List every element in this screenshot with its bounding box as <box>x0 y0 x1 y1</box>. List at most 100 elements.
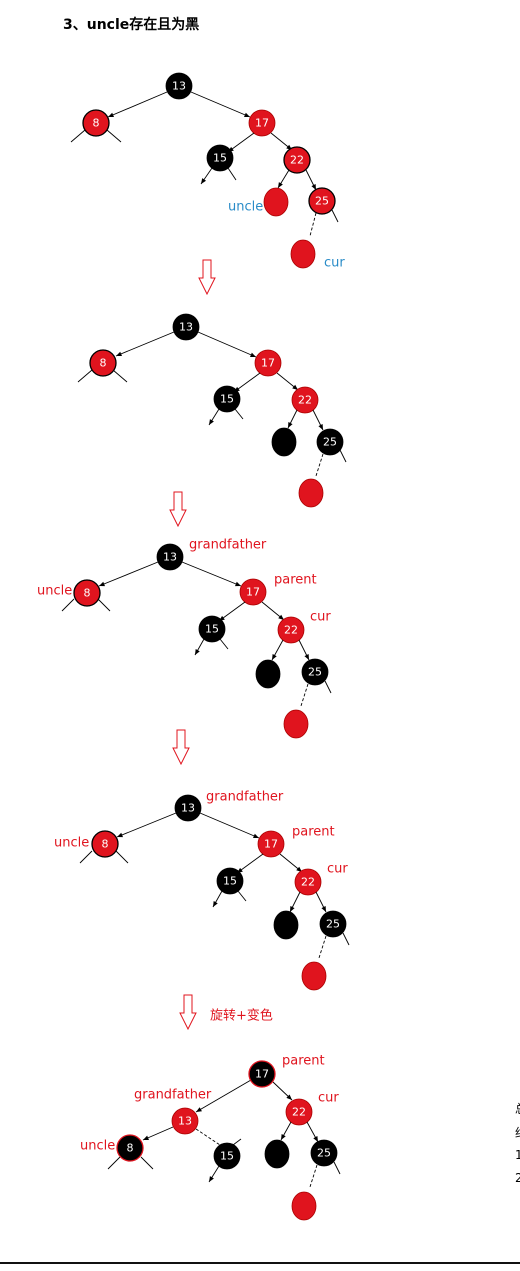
label-uncle: uncle <box>37 584 72 599</box>
black-leaf-node <box>273 910 299 940</box>
tree-edge <box>342 932 350 946</box>
edge-arrowhead <box>116 351 122 357</box>
tree-node-label-n13: 13 <box>181 802 195 815</box>
tree-edge <box>97 598 111 612</box>
tree-node-label-n8: 8 <box>100 357 107 370</box>
tree-node-label-n22: 22 <box>298 394 312 407</box>
label-cur: cur <box>327 862 348 877</box>
tree-node-n17 <box>248 109 276 137</box>
cut-off-text-3: 1 <box>515 1148 520 1162</box>
label-grandfather: grandfather <box>134 1088 212 1103</box>
red-leaf-node <box>283 709 309 739</box>
tree-node-n8 <box>116 1134 144 1162</box>
down-arrow-icon <box>198 259 216 296</box>
tree-node-label-n8: 8 <box>93 117 100 130</box>
tree-edge <box>116 812 177 838</box>
tree-node-n13 <box>174 794 202 822</box>
tree-node-label-n15: 15 <box>205 623 219 636</box>
tree-edge <box>195 1079 252 1113</box>
label-parent: parent <box>292 825 335 840</box>
edge-arrowhead <box>321 906 326 912</box>
edge-arrowhead <box>278 614 284 620</box>
edge-arrowhead <box>292 384 298 390</box>
tree-node-n22 <box>294 868 322 896</box>
tree-node-n13 <box>171 1107 199 1135</box>
edge-arrowhead <box>272 654 277 660</box>
tree-node-label-n17: 17 <box>246 586 260 599</box>
cut-off-text-4: 2 <box>515 1171 520 1185</box>
tree-edge <box>232 1138 242 1146</box>
tree-edge <box>107 1156 121 1170</box>
tree-node-n22 <box>283 146 311 174</box>
tree-node-n25 <box>301 658 329 686</box>
edge-arrowhead <box>201 178 207 184</box>
tree-edge <box>333 1161 341 1175</box>
edge-arrowhead <box>209 1176 214 1182</box>
tree-edge <box>79 850 93 864</box>
tree-edge <box>237 890 247 902</box>
tree-node-label-n17: 17 <box>261 357 275 370</box>
label-grandfather: grandfather <box>206 790 284 805</box>
edge-arrowhead <box>311 184 316 190</box>
tree-node-n17 <box>248 1060 276 1088</box>
tree-node-label-n17: 17 <box>264 838 278 851</box>
tree-edge <box>107 91 168 118</box>
edge-arrowhead <box>143 1135 149 1140</box>
tree-edge <box>195 1128 221 1146</box>
cut-off-text-1: 总 <box>515 1100 520 1117</box>
section-title: 3、uncle存在且为黑 <box>63 17 200 33</box>
tree-edge <box>115 331 175 357</box>
black-leaf-node <box>264 1139 290 1169</box>
tree-node-n22 <box>291 386 319 414</box>
edge-arrowhead <box>313 1136 318 1142</box>
label-cur: cur <box>318 1091 339 1106</box>
tree-node-label-n17: 17 <box>255 1068 269 1081</box>
tree-node-n13 <box>156 543 184 571</box>
tree-edge <box>115 850 129 864</box>
tree-node-n25 <box>310 1139 338 1167</box>
tree-edge <box>61 598 75 612</box>
tree-node-n8 <box>73 579 101 607</box>
red-leaf-node <box>301 961 327 991</box>
tree-node-label-n22: 22 <box>301 876 315 889</box>
tree-node-label-n22: 22 <box>290 154 304 167</box>
label-uncle: uncle <box>80 1139 115 1154</box>
tree-node-n17 <box>239 578 267 606</box>
tree-edge <box>112 369 128 383</box>
label-uncle: uncle <box>228 200 263 215</box>
tree-edge <box>140 1156 154 1170</box>
down-arrow-icon <box>172 729 190 766</box>
tree-node-label-n13: 13 <box>178 1115 192 1128</box>
edge-arrowhead <box>278 182 283 188</box>
edge-arrowhead <box>209 419 214 425</box>
edge-arrowhead <box>117 832 123 838</box>
tree-node-label-n13: 13 <box>179 321 193 334</box>
tree-edge <box>300 683 309 707</box>
black-leaf-node <box>255 659 281 689</box>
red-leaf-node <box>263 187 289 217</box>
tree-node-label-n25: 25 <box>308 666 322 679</box>
tree-node-n25 <box>316 428 344 456</box>
tree-edge <box>98 561 159 587</box>
tree-edge <box>197 331 257 358</box>
tree-edge <box>70 129 86 143</box>
tree-node-n8 <box>89 349 117 377</box>
tree-edge <box>190 91 251 118</box>
tree-node-n13 <box>165 72 193 100</box>
tree-node-label-n15: 15 <box>213 152 227 165</box>
edge-arrowhead <box>253 833 259 838</box>
down-arrow-icon <box>169 491 187 528</box>
tree-node-n25 <box>308 187 336 215</box>
label-parent: parent <box>282 1054 325 1069</box>
tree-node-n13 <box>172 313 200 341</box>
tree-node-n17 <box>257 830 285 858</box>
tree-node-label-n13: 13 <box>172 80 186 93</box>
tree-node-label-n22: 22 <box>284 624 298 637</box>
tree-edge <box>227 167 237 181</box>
tree-node-label-n25: 25 <box>326 918 340 931</box>
tree-node-label-n13: 13 <box>163 551 177 564</box>
tree-node-n25 <box>319 910 347 938</box>
label-parent: parent <box>274 573 317 588</box>
step-caption: 旋转+变色 <box>210 1008 273 1024</box>
